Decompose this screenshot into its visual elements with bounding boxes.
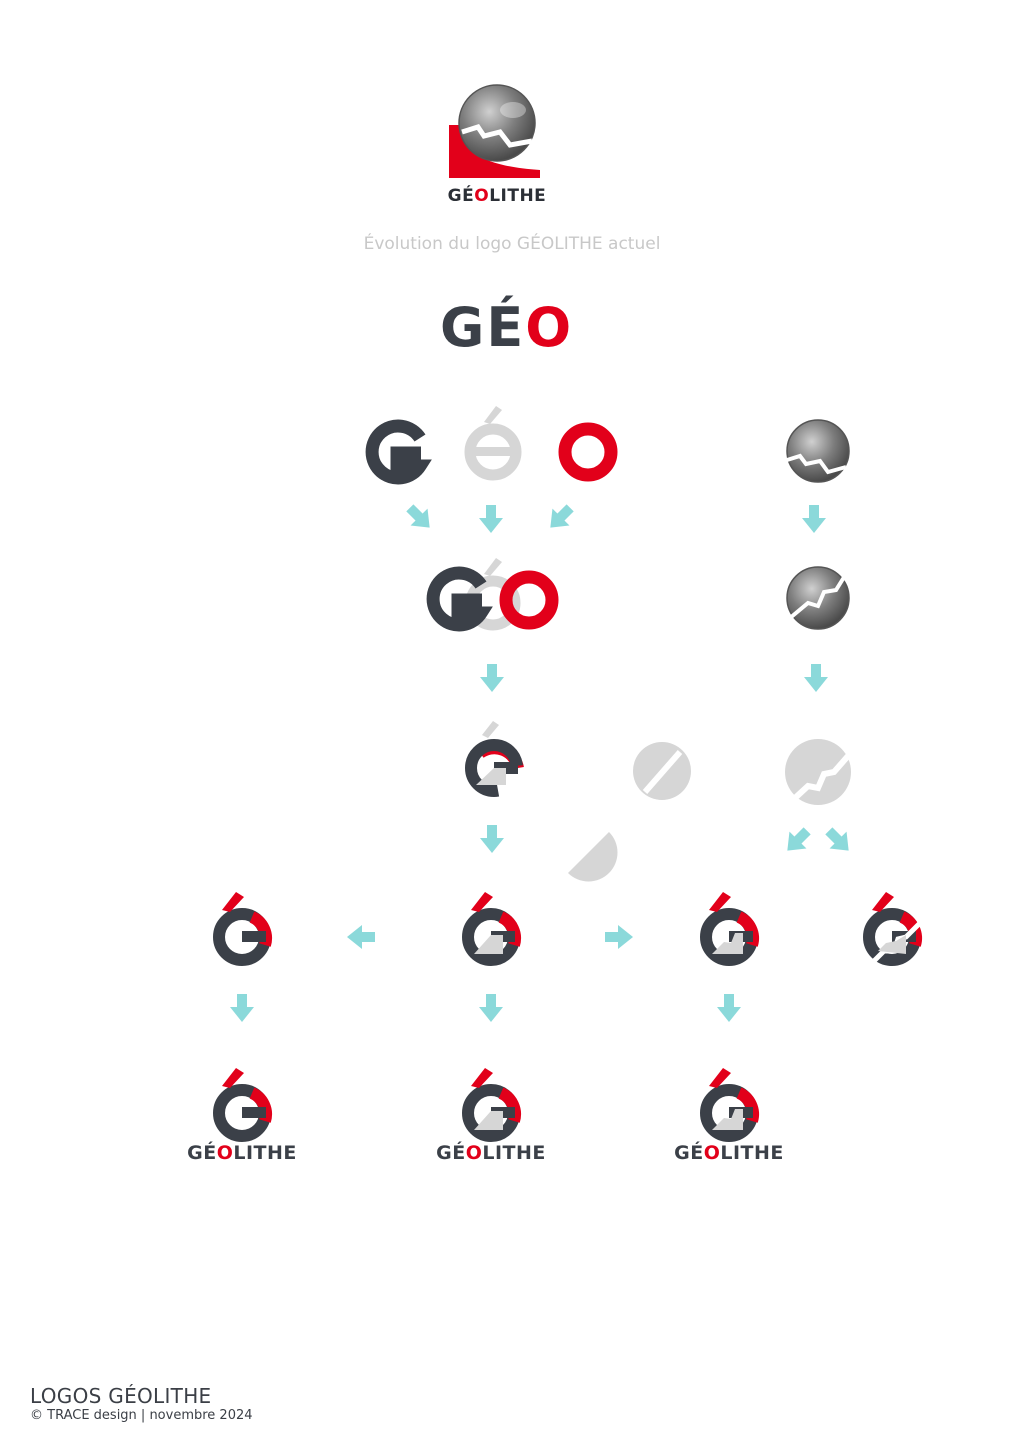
g-mark-shape: [465, 721, 524, 797]
wordmark-pre: GÉ: [447, 186, 475, 206]
arrow-right-icon: [605, 925, 633, 949]
arrow-diagonal-icon: [401, 499, 439, 537]
logo-variant-4: [863, 892, 923, 967]
arrow-diagonal-icon: [820, 822, 858, 860]
final-wordmark-1: GÉOLITHE: [187, 1142, 297, 1164]
grey-disc-shape: [633, 742, 691, 800]
arrow-down-icon: [480, 664, 504, 692]
footer-title: LOGOS GÉOLITHE: [30, 1384, 212, 1408]
letter-o-shape: [558, 422, 618, 482]
wordmark-post: LITHE: [489, 186, 547, 206]
final-logo-mark-2: [462, 1068, 522, 1142]
big-geo-word: GÉO: [440, 296, 573, 359]
big-word-dark: GÉ: [440, 296, 526, 359]
letter-g-shape: [365, 419, 432, 485]
arrow-left-icon: [347, 925, 375, 949]
logo-variant-2: [462, 892, 522, 966]
arrow-diagonal-icon: [541, 499, 579, 537]
logo-variant-3: [700, 892, 760, 966]
logo-variant-1: [213, 892, 273, 966]
final-wordmark-3: GÉOLITHE: [674, 1142, 784, 1164]
current-logo: [449, 84, 540, 178]
stone-sphere-icon: [786, 566, 850, 630]
arrow-down-icon: [802, 505, 826, 533]
arrow-diagonal-icon: [778, 822, 816, 860]
final-wordmark-2: GÉOLITHE: [436, 1142, 546, 1164]
arrow-down-icon: [804, 664, 828, 692]
caption: Évolution du logo GÉOLITHE actuel: [363, 234, 661, 254]
grey-half-disc-shape: [568, 832, 618, 882]
grey-cracked-disc-shape: [785, 739, 851, 805]
merged-geo-shape: [426, 558, 559, 632]
arrow-down-icon: [479, 505, 503, 533]
arrow-down-icon: [717, 994, 741, 1022]
arrow-down-icon: [230, 994, 254, 1022]
arrow-down-icon: [479, 994, 503, 1022]
final-logo-mark-1: [213, 1068, 273, 1142]
big-word-red: O: [525, 296, 574, 359]
footer-credit: © TRACE design | novembre 2024: [30, 1408, 253, 1423]
final-logo-mark-3: [700, 1068, 760, 1142]
stone-sphere-icon: [786, 419, 850, 483]
current-logo-wordmark: GÉOLITHE: [417, 186, 577, 206]
letter-e-shape: [464, 406, 522, 481]
wordmark-red: O: [474, 186, 490, 206]
arrow-down-icon: [480, 825, 504, 853]
